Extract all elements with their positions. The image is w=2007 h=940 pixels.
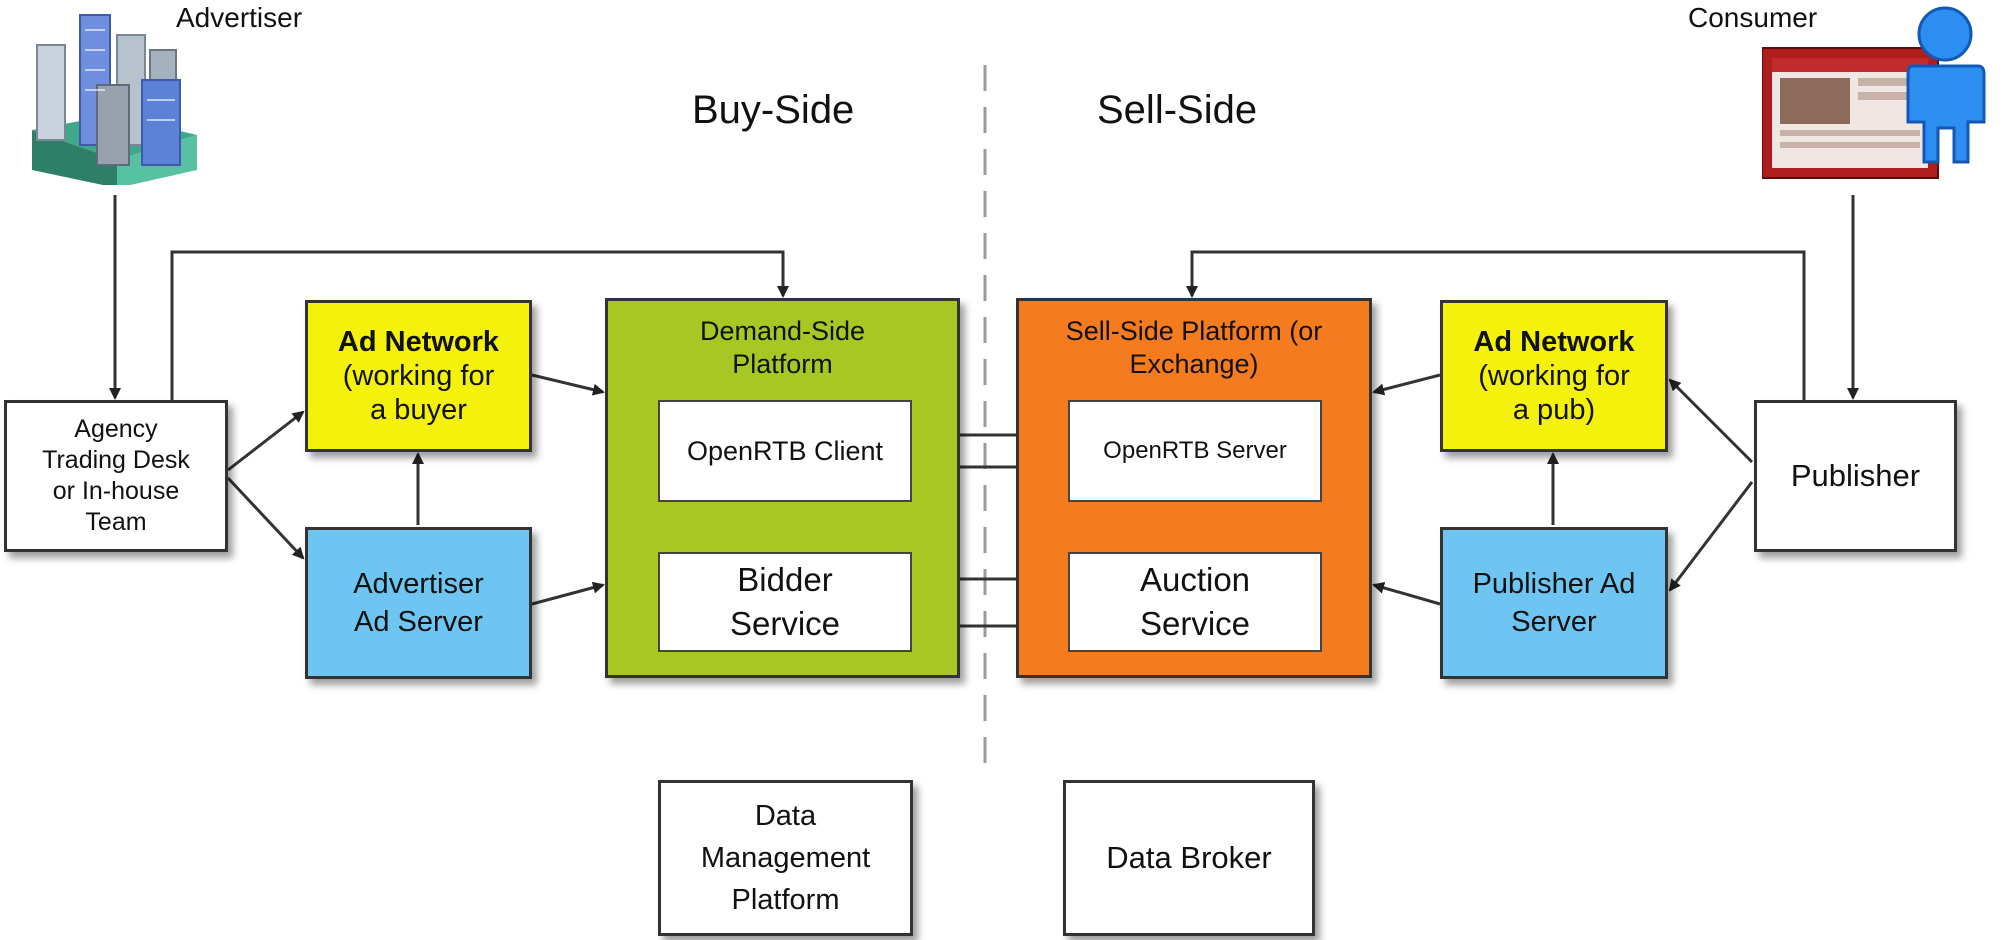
agency-line-1: Agency	[74, 415, 158, 443]
arrow-adnetwork-pub-ssp	[1372, 373, 1441, 396]
agency-line-2: Trading Desk	[42, 446, 190, 474]
publisher-box: Publisher	[1754, 400, 1957, 552]
publisher-ad-server-line-2: Server	[1511, 606, 1597, 638]
ad-network-buyer-box: Ad Network (working for a buyer	[305, 300, 532, 452]
publisher-label: Publisher	[1790, 458, 1921, 493]
advertiser-ad-server-box: Advertiser Ad Server	[305, 527, 532, 679]
arrow-pub-adserver-ssp	[1372, 582, 1441, 606]
data-broker-label: Data Broker	[1106, 840, 1272, 875]
arrow-agency-dsp-loop	[170, 250, 789, 400]
agency-trading-desk-box: Agency Trading Desk or In-house Team	[4, 400, 228, 552]
consumer-label: Consumer	[1688, 2, 1818, 33]
arrow-agency-adnetwork	[227, 410, 305, 472]
auction-service-box: Auction Service	[1068, 552, 1322, 652]
openrtb-client-label: OpenRTB Client	[686, 435, 884, 466]
bidder-service-box: Bidder Service	[658, 552, 912, 652]
auction-line-1: Auction	[1139, 561, 1251, 598]
bidder-line-2: Service	[729, 605, 841, 642]
dmp-line-1: Data	[754, 800, 817, 832]
dmp-line-2: Management	[700, 842, 871, 874]
person-with-web-page-icon	[1762, 6, 1986, 179]
arrow-publisher-adnetwork	[1668, 378, 1754, 464]
agency-line-4: Team	[85, 508, 147, 536]
auction-line-2: Service	[1139, 605, 1251, 642]
ad-network-buyer-line-1: (working for	[342, 360, 495, 392]
arrow-publisher-pub-adserver	[1668, 481, 1754, 592]
buy-side-label: Buy-Side	[692, 88, 855, 132]
dsp-title-line-2: Platform	[732, 349, 833, 379]
openrtb-server-label: OpenRTB Server	[1103, 437, 1287, 464]
arrow-publisher-ssp-loop	[1186, 250, 1806, 400]
dmp-line-3: Platform	[731, 884, 840, 916]
arrow-adserver-dsp	[531, 581, 605, 606]
agency-line-3: or In-house	[52, 477, 180, 505]
advertiser-ad-server-line-2: Ad Server	[354, 606, 483, 638]
sell-side-label: Sell-Side	[1097, 88, 1258, 132]
publisher-ad-server-box: Publisher Ad Server	[1440, 527, 1668, 679]
openrtb-server-box: OpenRTB Server	[1068, 400, 1322, 502]
ad-network-buyer-title: Ad Network	[337, 326, 500, 358]
ssp-title-line-2: Exchange)	[1129, 349, 1259, 379]
ad-network-pub-box: Ad Network (working for a pub)	[1440, 300, 1668, 452]
advertiser-ad-server-line-1: Advertiser	[353, 568, 484, 600]
office-buildings-icon	[32, 14, 197, 185]
ad-network-pub-title: Ad Network	[1473, 326, 1635, 358]
ad-network-pub-line-1: (working for	[1478, 360, 1630, 392]
arrow-agency-adserver	[226, 476, 305, 560]
dsp-title-line-1: Demand-Side	[699, 316, 866, 346]
ad-network-buyer-line-2: a buyer	[370, 394, 467, 426]
data-management-platform-box: Data Management Platform	[658, 780, 913, 936]
openrtb-client-box: OpenRTB Client	[658, 400, 912, 502]
ssp-title-line-1: Sell-Side Platform (or	[1065, 316, 1323, 346]
data-broker-box: Data Broker	[1063, 780, 1315, 936]
publisher-ad-server-line-1: Publisher Ad	[1472, 568, 1636, 600]
ad-network-pub-line-2: a pub)	[1512, 394, 1596, 426]
arrow-adnetwork-dsp	[531, 373, 605, 396]
bidder-line-1: Bidder	[737, 561, 833, 598]
advertiser-label: Advertiser	[176, 2, 303, 33]
